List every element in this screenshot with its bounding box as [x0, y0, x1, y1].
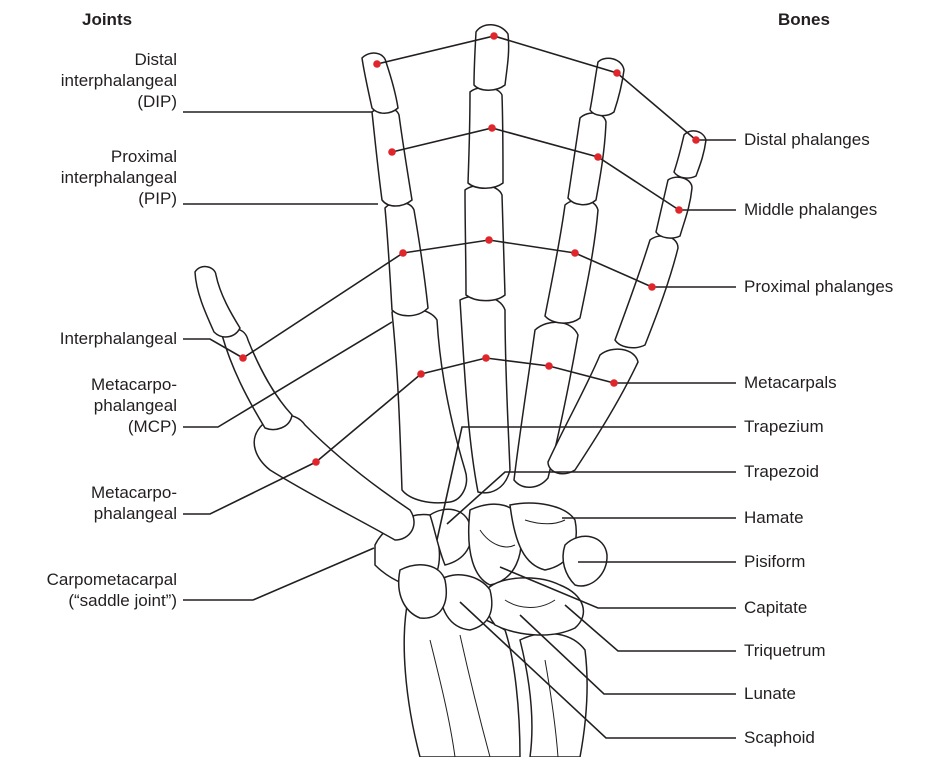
dip-line-3: (DIP): [61, 91, 177, 112]
interphalangeal-joint-label: Interphalangeal: [60, 328, 177, 349]
bones-heading: Bones: [778, 9, 830, 30]
joints-heading: Joints: [82, 9, 132, 30]
bone-label-metacarpals: Metacarpals: [744, 372, 837, 393]
metacarpal-little-marker: [610, 379, 618, 387]
thumb-mcp-line-1: Metacarpo-: [91, 482, 177, 503]
thumb-mcp-line-2: phalangeal: [91, 503, 177, 524]
pip-line-2: interphalangeal: [61, 167, 177, 188]
mcp-line-3: (MCP): [91, 416, 177, 437]
dip-middle-marker: [490, 32, 498, 40]
index-finger-bones: [362, 53, 467, 503]
metacarpal-ring-marker: [545, 362, 553, 370]
pip-joint-label: Proximal interphalangeal (PIP): [61, 146, 177, 209]
bone-label-pisiform: Pisiform: [744, 551, 805, 572]
dip-index-marker: [373, 60, 381, 68]
bone-label-hamate: Hamate: [744, 507, 804, 528]
pip-index-marker: [388, 148, 396, 156]
mcp-ring-marker: [571, 249, 579, 257]
pip-middle-marker: [488, 124, 496, 132]
pisiform-bone: [563, 536, 607, 586]
bone-label-capitate: Capitate: [744, 597, 807, 618]
dip-line-2: interphalangeal: [61, 70, 177, 91]
bone-label-trapezoid: Trapezoid: [744, 461, 819, 482]
bone-label-distal-phalanges: Distal phalanges: [744, 129, 870, 150]
metacarpal-middle-marker: [482, 354, 490, 362]
pip-ring-marker: [594, 153, 602, 161]
mcp-little-marker: [648, 283, 656, 291]
mcp-middle-marker: [485, 236, 493, 244]
metacarpal-index-marker: [417, 370, 425, 378]
dip-ring-marker: [613, 69, 621, 77]
dip-joint-label: Distal interphalangeal (DIP): [61, 49, 177, 112]
mcp-line-1: Metacarpo-: [91, 374, 177, 395]
carpometacarpal-line-1: Carpometacarpal: [47, 569, 177, 590]
pip-line-3: (PIP): [61, 188, 177, 209]
mcp-joint-label: Metacarpo- phalangeal (MCP): [91, 374, 177, 437]
bone-label-trapezium: Trapezium: [744, 416, 824, 437]
thumb-mcp-joint-label: Metacarpo- phalangeal: [91, 482, 177, 524]
pip-line-1: Proximal: [61, 146, 177, 167]
pip-little-marker: [675, 206, 683, 214]
thumb-mcp-marker: [312, 458, 320, 466]
thumb-bones: [195, 267, 414, 540]
dip-line-1: Distal: [61, 49, 177, 70]
carpometacarpal-joint-label: Carpometacarpal (“saddle joint”): [47, 569, 177, 611]
dip-little-marker: [692, 136, 700, 144]
bone-label-triquetrum: Triquetrum: [744, 640, 826, 661]
mcp-index-marker: [399, 249, 407, 257]
bone-label-middle-phalanges: Middle phalanges: [744, 199, 877, 220]
bone-label-lunate: Lunate: [744, 683, 796, 704]
bone-label-proximal-phalanges: Proximal phalanges: [744, 276, 893, 297]
carpometacarpal-line-2: (“saddle joint”): [47, 590, 177, 611]
thumb-ip-marker: [239, 354, 247, 362]
triquetrum-bone: [485, 578, 584, 635]
mcp-line-2: phalangeal: [91, 395, 177, 416]
middle-finger-bones: [460, 25, 510, 493]
bone-label-scaphoid: Scaphoid: [744, 727, 815, 748]
